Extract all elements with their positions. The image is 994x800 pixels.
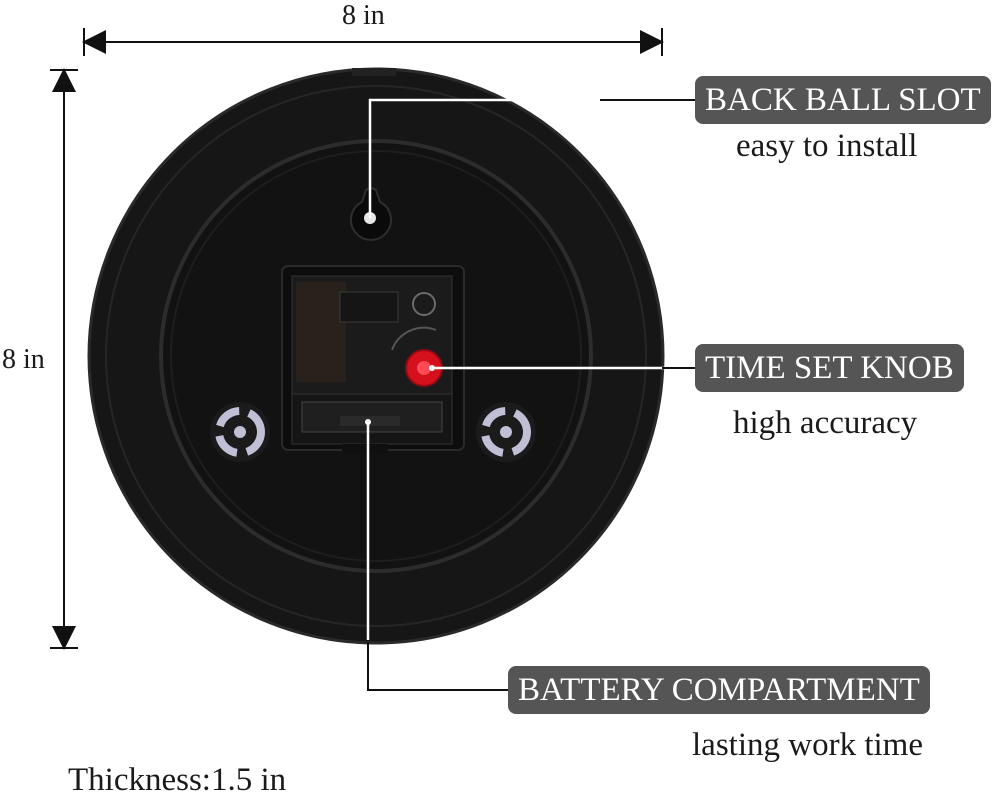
time-set-knob-tag: TIME SET KNOB — [695, 344, 964, 392]
rotation-arrow-icon — [391, 326, 437, 351]
width-label: 8 in — [342, 0, 385, 31]
clock-rim-groove — [105, 85, 647, 627]
battery-compartment-tag: BATTERY COMPARTMENT — [508, 666, 930, 714]
movement-foot — [342, 444, 388, 454]
movement-window — [296, 282, 346, 382]
ce-mark-icon — [412, 292, 436, 316]
left-bumper-icon — [210, 402, 270, 462]
battery-leader-dot — [365, 419, 371, 425]
battery-compartment-subtitle: lasting work time — [692, 727, 923, 763]
back-ball-slot-subtitle: easy to install — [736, 128, 918, 164]
battery-leader-outside — [367, 642, 508, 691]
back-ball-slot-leader — [368, 98, 695, 218]
time-set-knob-center — [417, 361, 431, 375]
back-ball-slot-tag: BACK BALL SLOT — [695, 76, 991, 124]
height-label: 8 in — [2, 344, 45, 375]
clock-inner-ring — [170, 150, 582, 562]
thickness-label: Thickness:1.5 in — [68, 762, 287, 798]
time-set-knob-subtitle: high accuracy — [733, 405, 918, 441]
movement-label-plate — [339, 291, 399, 323]
rim-notch-top — [352, 68, 396, 76]
right-bumper-icon — [476, 402, 536, 462]
knob-leader-dot — [429, 365, 435, 371]
